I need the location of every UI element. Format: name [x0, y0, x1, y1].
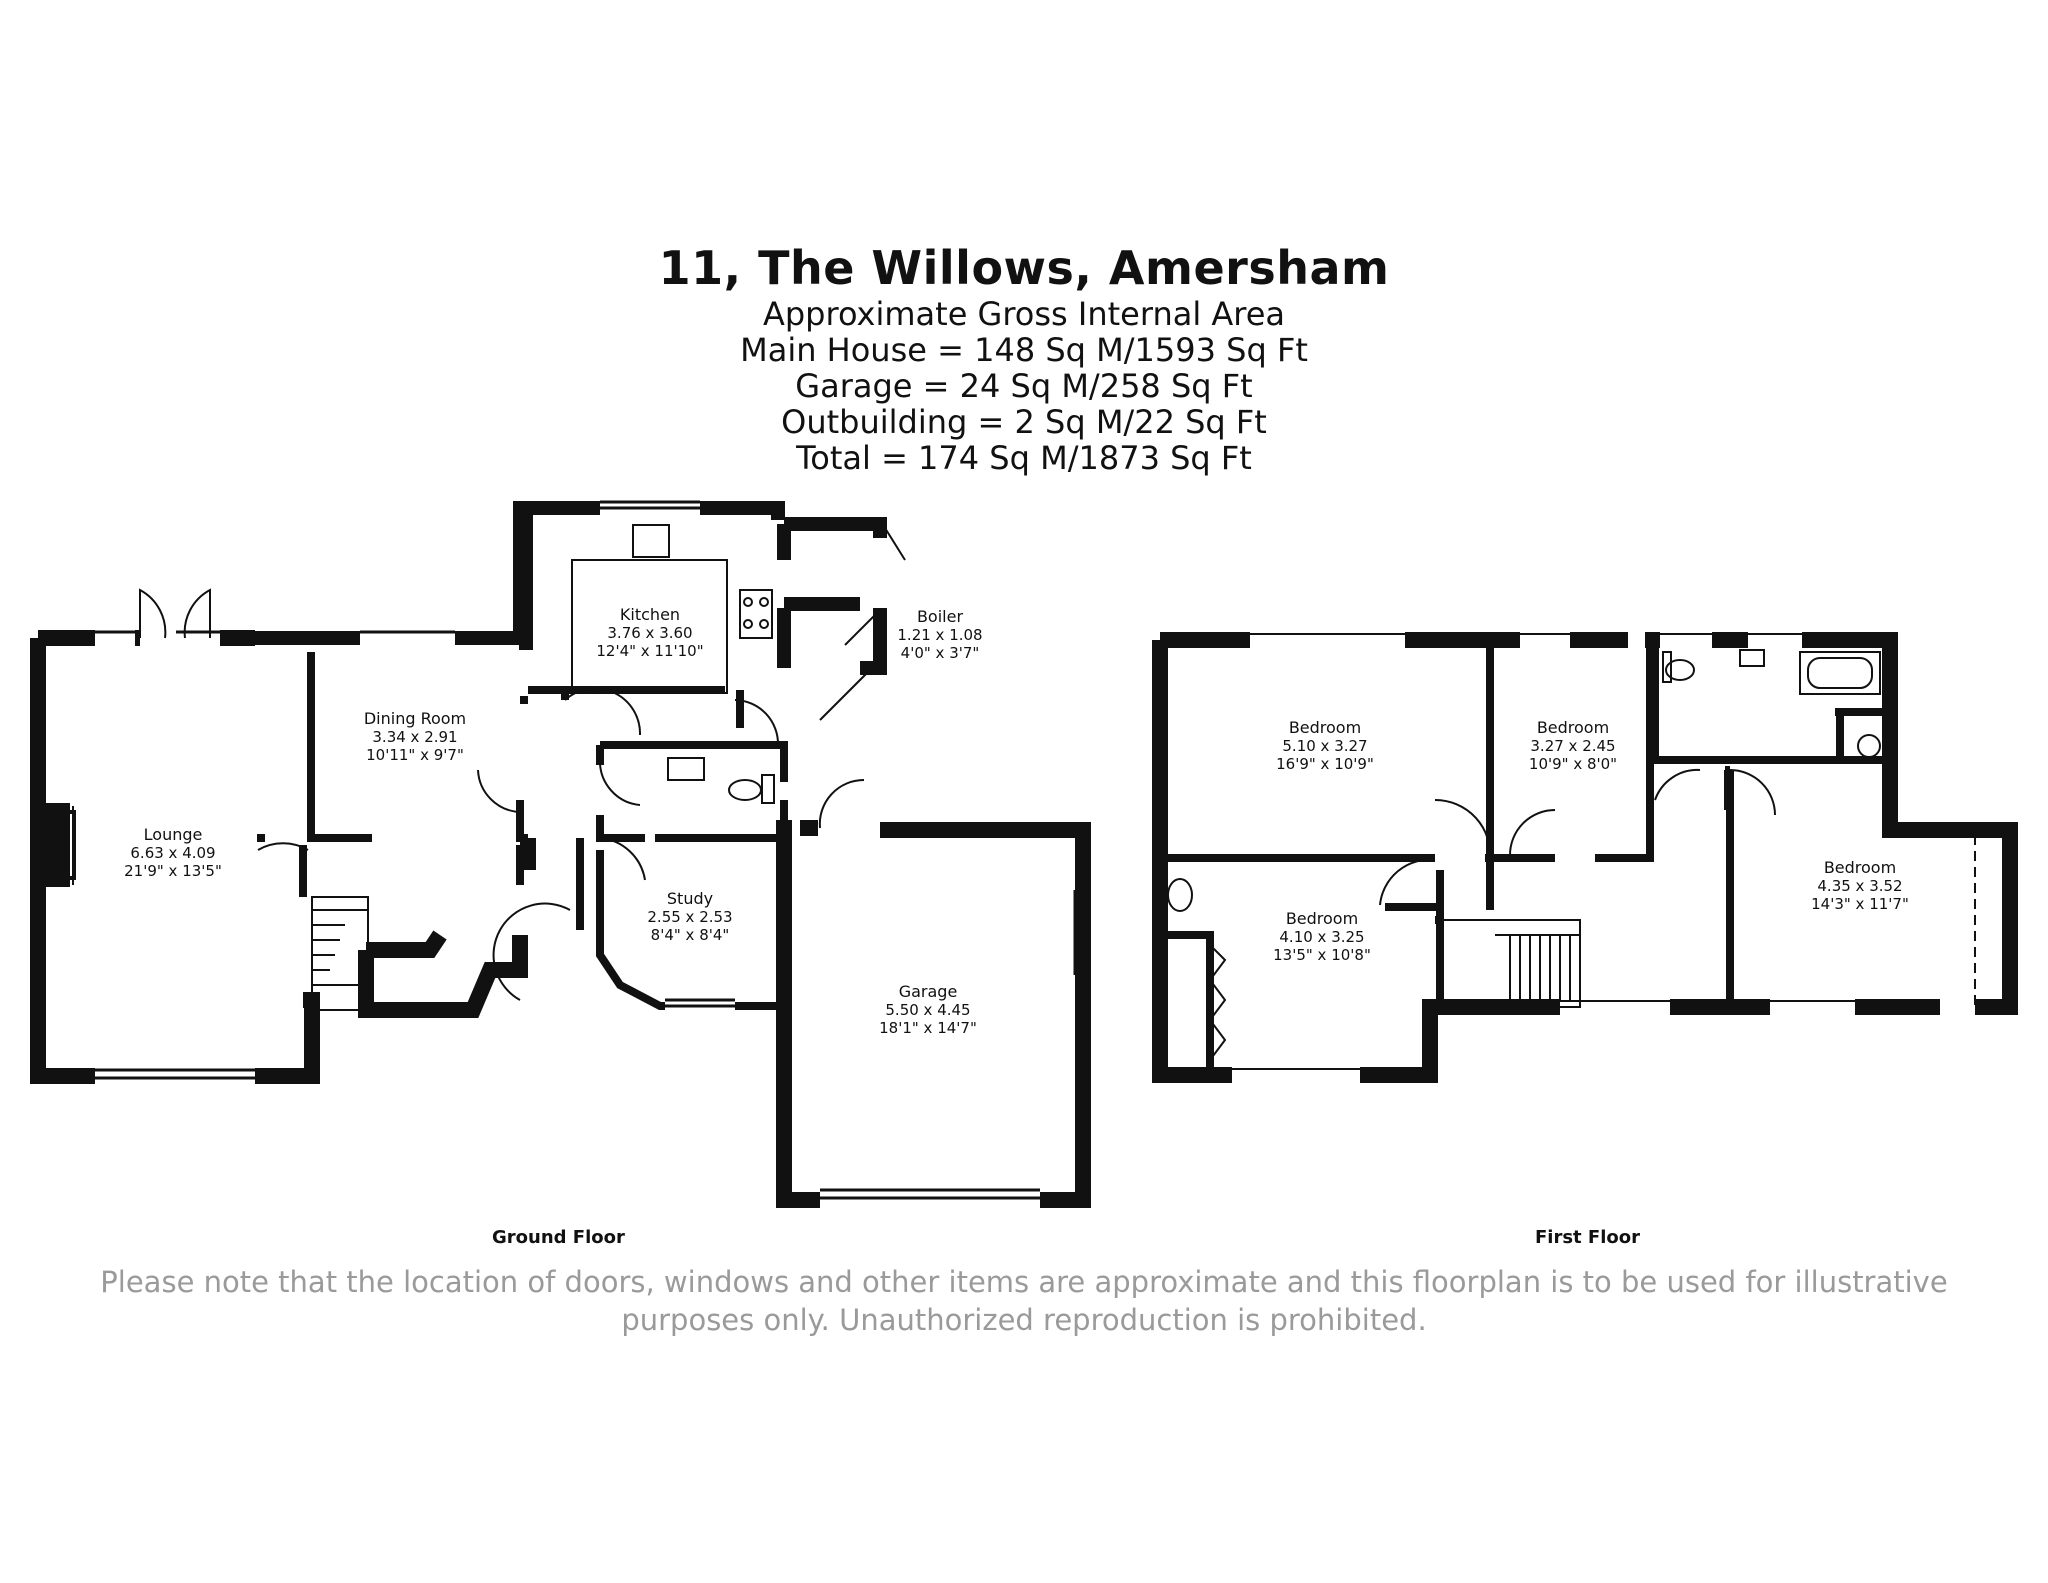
disclaimer-line-1: Please note that the location of doors, …: [100, 1265, 1948, 1299]
room-lounge-name: Lounge: [144, 825, 203, 844]
room-bed2-name: Bedroom: [1537, 718, 1609, 737]
room-bed4-imperial: 14'3" x 11'7": [1811, 895, 1909, 913]
property-title: 11, The Willows, Amersham: [658, 241, 1390, 295]
room-bed1-imperial: 16'9" x 10'9": [1276, 755, 1374, 773]
room-boiler-metric: 1.21 x 1.08: [897, 626, 982, 644]
plan-header: 11, The Willows, Amersham Approximate Gr…: [0, 240, 2048, 476]
room-lounge-metric: 6.63 x 4.09: [130, 844, 215, 862]
room-boiler-name: Boiler: [917, 607, 964, 626]
area-heading: Approximate Gross Internal Area: [762, 295, 1286, 333]
area-outbuilding: Outbuilding = 2 Sq M/22 Sq Ft: [781, 403, 1267, 441]
room-kitchen-metric: 3.76 x 3.60: [607, 624, 692, 642]
room-bed1-metric: 5.10 x 3.27: [1282, 737, 1367, 755]
room-lounge-imperial: 21'9" x 13'5": [124, 862, 222, 880]
room-garage-name: Garage: [899, 982, 958, 1001]
room-study-imperial: 8'4" x 8'4": [651, 926, 730, 944]
area-main-house: Main House = 148 Sq M/1593 Sq Ft: [740, 331, 1308, 369]
room-study-name: Study: [667, 889, 713, 908]
room-garage-imperial: 18'1" x 14'7": [879, 1019, 977, 1037]
room-bed1-name: Bedroom: [1289, 718, 1361, 737]
room-dining-name: Dining Room: [364, 709, 466, 728]
room-bed3-name: Bedroom: [1286, 909, 1358, 928]
room-bed3-imperial: 13'5" x 10'8": [1273, 946, 1371, 964]
first-floor-label: First Floor: [1535, 1227, 1641, 1248]
room-boiler-imperial: 4'0" x 3'7": [901, 644, 980, 662]
room-dining-metric: 3.34 x 2.91: [372, 728, 457, 746]
room-kitchen-imperial: 12'4" x 11'10": [596, 642, 703, 660]
room-bed4-metric: 4.35 x 3.52: [1817, 877, 1902, 895]
ground-floor-label: Ground Floor: [492, 1227, 625, 1248]
room-garage-metric: 5.50 x 4.45: [885, 1001, 970, 1019]
room-bed4-name: Bedroom: [1824, 858, 1896, 877]
room-bed2-imperial: 10'9" x 8'0": [1529, 755, 1617, 773]
room-study-metric: 2.55 x 2.53: [647, 908, 732, 926]
room-kitchen-name: Kitchen: [620, 605, 680, 624]
disclaimer-line-2: purposes only. Unauthorized reproduction…: [621, 1303, 1427, 1337]
room-dining-imperial: 10'11" x 9'7": [366, 746, 464, 764]
area-garage: Garage = 24 Sq M/258 Sq Ft: [795, 367, 1253, 405]
area-total: Total = 174 Sq M/1873 Sq Ft: [796, 439, 1252, 477]
room-bed2-metric: 3.27 x 2.45: [1530, 737, 1615, 755]
room-bed3-metric: 4.10 x 3.25: [1279, 928, 1364, 946]
disclaimer: Please note that the location of doors, …: [0, 1263, 2048, 1339]
ground-walls: [255, 501, 887, 675]
